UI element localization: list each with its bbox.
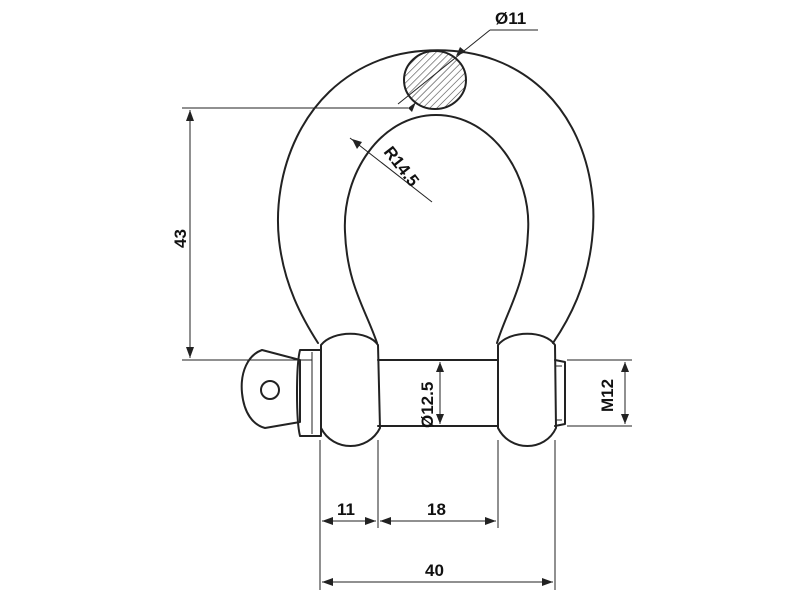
dim-overall-width: 40 <box>322 561 553 586</box>
pin-head <box>240 349 301 429</box>
dim-inner-width: 18 <box>380 500 496 525</box>
dim-height: 43 <box>171 107 408 361</box>
dim-overall-width-label: 40 <box>425 561 444 580</box>
right-eye <box>497 332 557 447</box>
pin-shank <box>377 359 499 427</box>
bow-inner-contour <box>343 114 530 344</box>
dim-inner-width-label: 18 <box>427 500 446 519</box>
dim-eye-width: 11 <box>322 500 376 525</box>
left-eye <box>320 332 381 447</box>
dim-inner-radius: R14.5 <box>349 137 433 203</box>
extension-lines-bottom <box>319 440 556 590</box>
dim-pin-diameter-label: Ø12.5 <box>418 382 437 428</box>
bow-cross-section <box>403 50 467 110</box>
dim-thread-label: M12 <box>598 379 617 412</box>
dim-pin-diameter: Ø12.5 <box>418 362 444 428</box>
dim-thread: M12 <box>567 359 632 427</box>
dim-wire-diameter: Ø11 <box>397 9 538 112</box>
dim-eye-width-label: 11 <box>337 500 355 519</box>
dim-wire-diameter-label: Ø11 <box>495 9 526 28</box>
pin-thread <box>554 359 566 427</box>
dim-height-label: 43 <box>171 229 190 248</box>
